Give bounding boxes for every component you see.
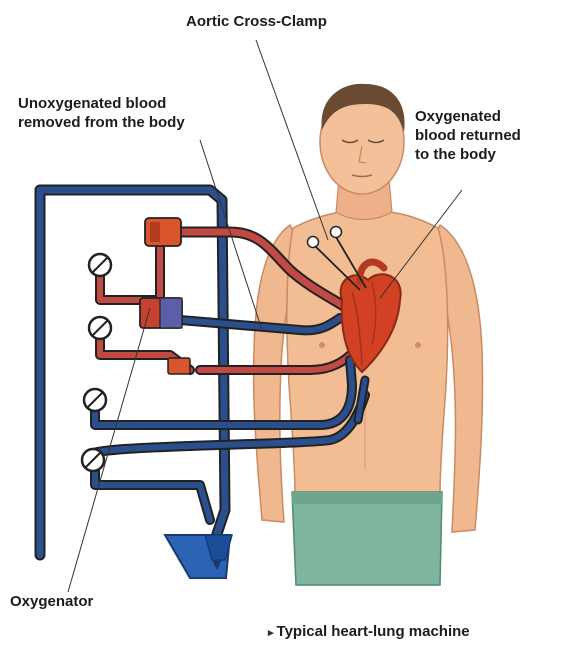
label-unoxygenated-blood: Unoxygenated blood removed from the body [18, 94, 258, 132]
label-oxygenated-blood: Oxygenated blood returned to the body [415, 107, 565, 164]
figure-caption-text: Typical heart-lung machine [277, 623, 470, 640]
patient-chest-left [319, 342, 325, 348]
label-aortic-cross-clamp-text: Aortic Cross-Clamp [186, 13, 327, 30]
patient-shorts [292, 492, 442, 585]
leader-clamp [256, 40, 328, 240]
label-unoxygenated-line1: Unoxygenated blood [18, 94, 258, 113]
label-aortic-cross-clamp: Aortic Cross-Clamp [186, 12, 327, 31]
triangle-right-icon: ▸ [268, 627, 274, 639]
label-oxygenator: Oxygenator [10, 592, 93, 611]
label-oxygenated-line3: to the body [415, 145, 565, 164]
patient-waistband [292, 492, 442, 504]
label-unoxygenated-line2: removed from the body [18, 113, 258, 132]
label-oxygenator-text: Oxygenator [10, 593, 93, 610]
figure-caption: ▸Typical heart-lung machine [268, 622, 470, 643]
label-oxygenated-line1: Oxygenated [415, 107, 565, 126]
oxygenator-device [165, 535, 232, 578]
label-oxygenated-line2: blood returned [415, 126, 565, 145]
patient-chest-right [415, 342, 421, 348]
cardioplegia-chamber [168, 358, 190, 374]
